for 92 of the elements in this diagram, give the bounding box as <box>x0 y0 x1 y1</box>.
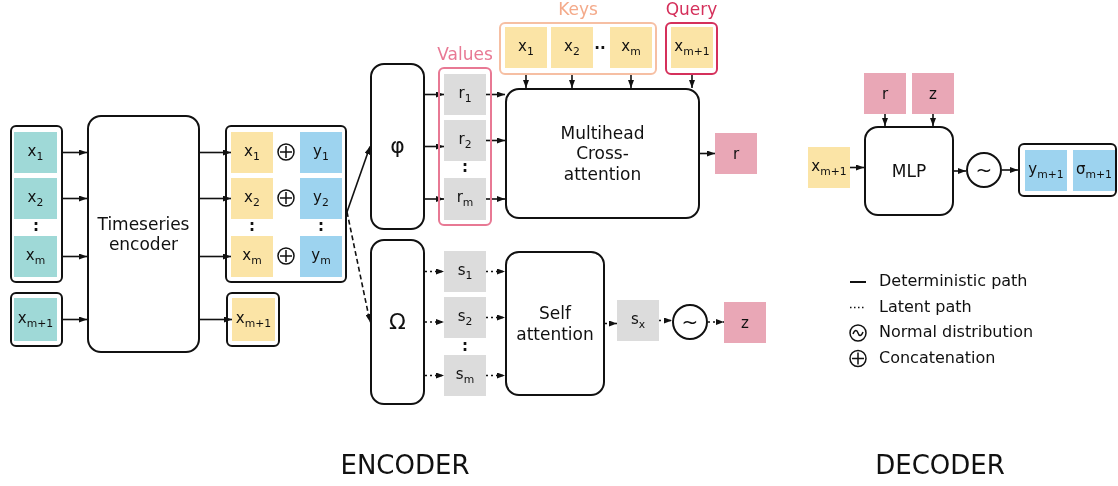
process-box: Multihead Cross-attention <box>505 88 700 219</box>
arrow <box>199 149 232 156</box>
arrow <box>485 372 506 379</box>
token-box: s$_{2}$ <box>444 297 486 338</box>
token-box: y$_{2}$ <box>300 178 342 219</box>
arrow <box>424 143 445 150</box>
distribution-node: ~ <box>966 152 1002 188</box>
arrow <box>62 316 88 323</box>
arrow <box>849 164 865 171</box>
arrow <box>628 74 634 89</box>
arrow <box>424 91 445 98</box>
legend-text: Concatenation <box>879 347 996 367</box>
arrow <box>346 211 372 323</box>
ellipsis: : <box>318 217 324 235</box>
token-box: σ$_{m+1}$ <box>1073 150 1115 191</box>
token-box: x$_{m}$ <box>231 236 273 277</box>
arrow <box>523 74 529 89</box>
arrow <box>199 253 232 260</box>
token-box: x$_{1}$ <box>505 27 547 68</box>
token-box: x$_{m+1}$ <box>14 298 57 341</box>
token-box: x$_{m}$ <box>610 27 652 68</box>
arrow <box>62 253 88 260</box>
token-box: y$_{1}$ <box>300 132 342 173</box>
group-box <box>225 125 347 283</box>
arrow <box>485 314 506 321</box>
group-box <box>10 125 63 283</box>
section-title: DECODER <box>875 450 1005 480</box>
section-title: ENCODER <box>340 450 470 480</box>
arrow <box>199 195 232 202</box>
arrow <box>707 319 725 325</box>
token-box: r$_{1}$ <box>444 74 486 115</box>
token-box: z <box>912 73 954 114</box>
legend-text: Normal distribution <box>879 322 1034 341</box>
distribution-node: ~ <box>672 304 708 340</box>
arrow <box>1001 167 1019 173</box>
token-box: s$_{x}$ <box>617 300 659 341</box>
token-box: r$_{m}$ <box>444 178 486 220</box>
ellipsis: : <box>462 337 468 355</box>
arrow <box>485 91 506 98</box>
arrow <box>604 320 618 327</box>
process-box: MLP <box>864 126 954 216</box>
ellipsis: : <box>462 158 468 176</box>
arrow <box>485 196 506 202</box>
arrow <box>882 113 888 127</box>
token-box: r$_{2}$ <box>444 120 486 161</box>
arrow <box>424 196 445 202</box>
arrow <box>485 137 506 144</box>
legend-text: Deterministic path <box>879 271 1028 290</box>
token-box: x$_{m+1}$ <box>808 147 850 188</box>
token-box: z <box>724 302 766 343</box>
token-box: x$_{1}$ <box>231 132 273 173</box>
ellipsis: ·· <box>594 39 606 57</box>
arrow <box>930 113 936 127</box>
arrow <box>569 74 575 89</box>
token-box: x$_{1}$ <box>14 132 57 173</box>
token-box: y$_{m+1}$ <box>1025 150 1067 191</box>
arrow <box>62 149 88 156</box>
legend-text: Latent path <box>879 296 972 316</box>
token-box: x$_{2}$ <box>231 178 273 219</box>
token-box: x$_{2}$ <box>551 27 593 68</box>
token-box: x$_{2}$ <box>14 178 57 219</box>
arrow <box>485 268 506 275</box>
arrow <box>62 195 88 202</box>
arrow <box>658 317 673 324</box>
group-box <box>226 292 280 347</box>
token-box: y$_{m}$ <box>300 236 342 277</box>
process-box: Self attention <box>505 251 605 396</box>
group-heading: Query <box>664 0 719 20</box>
arrow <box>689 74 695 89</box>
process-box: φ <box>370 63 425 230</box>
arrow <box>699 150 716 157</box>
arrow <box>346 145 371 213</box>
token-box: r <box>864 73 906 114</box>
group-box <box>1018 143 1117 197</box>
arrow <box>953 168 967 174</box>
group-box <box>10 292 63 347</box>
token-box: x$_{m+1}$ <box>232 298 275 341</box>
token-box: r <box>715 133 757 174</box>
token-box: s$_{1}$ <box>444 251 486 292</box>
arrow <box>424 268 445 275</box>
ellipsis: : <box>33 217 39 235</box>
process-box: Timeseries encoder <box>87 115 200 353</box>
arrow <box>424 372 445 379</box>
group-heading: Values <box>436 44 494 65</box>
token-box: s$_{m}$ <box>444 355 486 396</box>
arrow <box>199 316 233 323</box>
arrow <box>424 319 445 325</box>
process-box: Ω <box>370 239 425 405</box>
token-box: x$_{m+1}$ <box>671 27 713 68</box>
token-box: x$_{m}$ <box>14 236 57 277</box>
group-heading: Keys <box>557 0 599 20</box>
ellipsis: : <box>249 217 255 235</box>
